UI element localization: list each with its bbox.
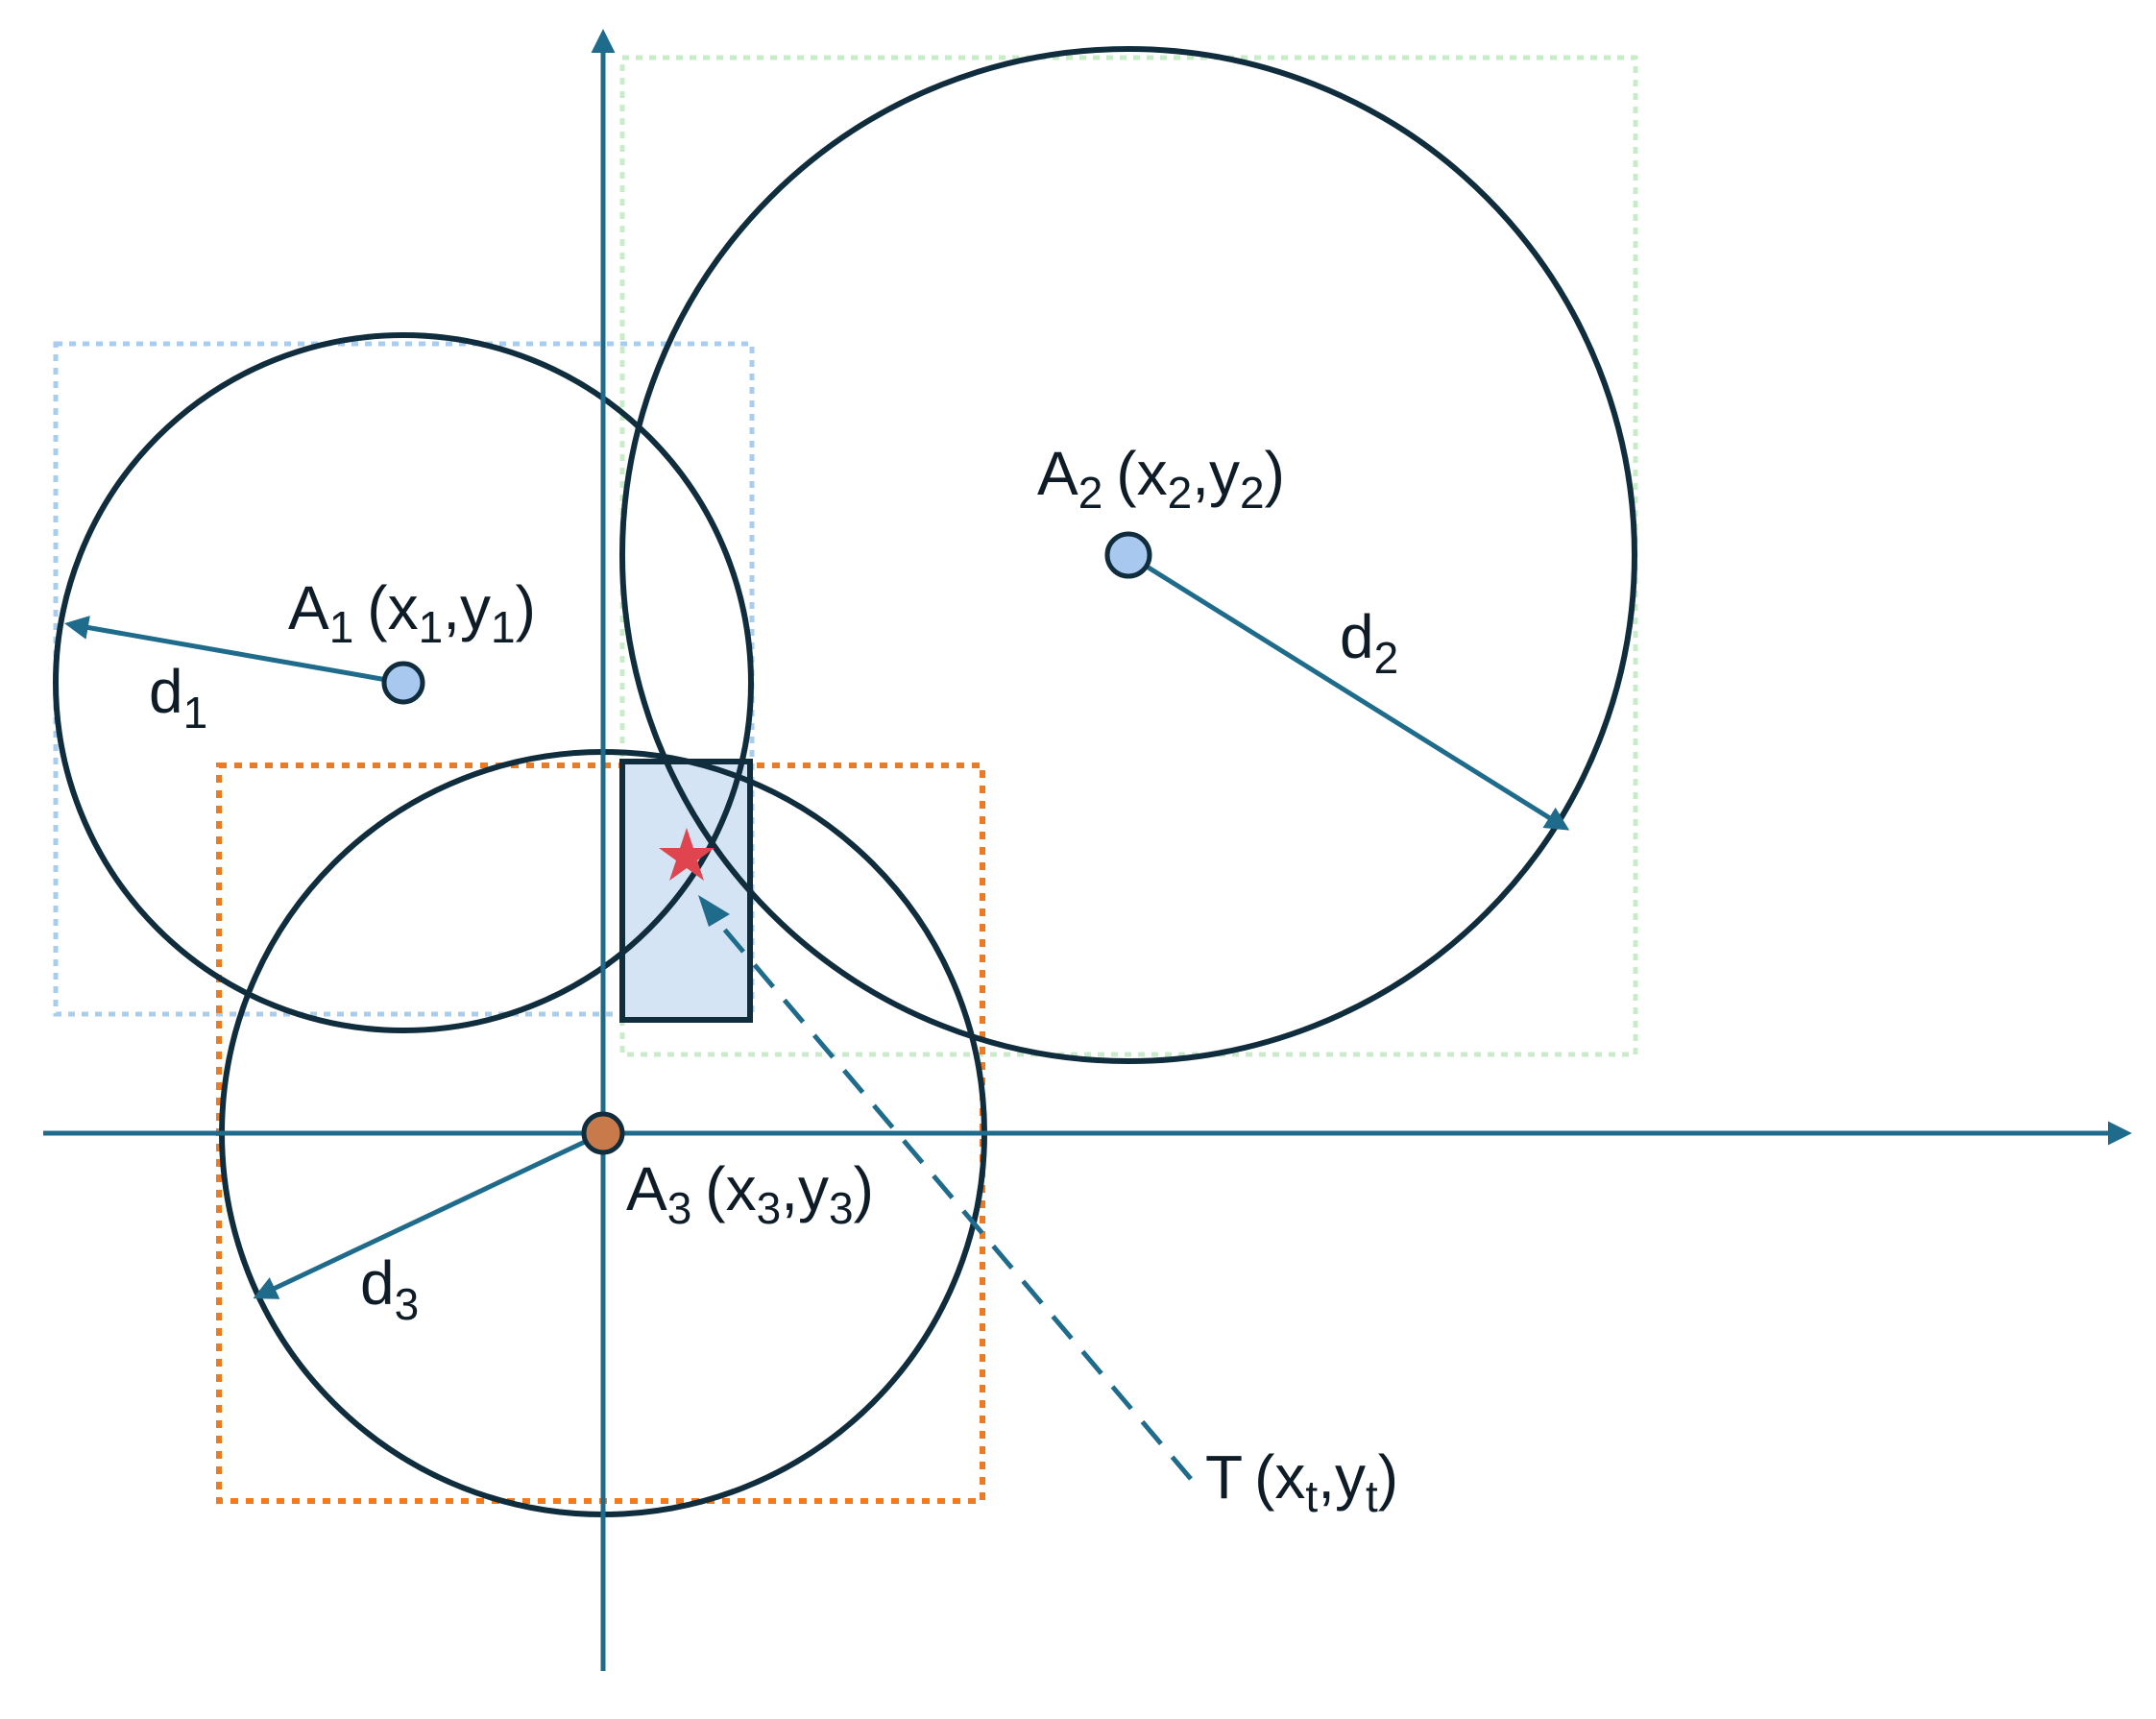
anchor1-range-circle [53,332,754,1033]
anchor3-label: A3(x3,y3) [626,1154,874,1233]
circle-dot-icon [581,1111,625,1155]
anchor2-range-circle [619,46,1637,1064]
d3-arrow [253,1130,605,1299]
d1-label: d1 [149,657,207,738]
star-icon [659,828,715,881]
circle-dot-icon [1104,531,1152,579]
anchor2-label: A2(x2,y2) [1037,439,1285,518]
d2-arrow [1126,552,1570,831]
target-pointer [704,906,1193,1481]
d3-label: d3 [360,1248,419,1329]
circle-dot-icon [381,661,425,705]
d1-arrow [64,616,404,686]
target-pointer-arrowhead [698,895,730,927]
d2-label: d2 [1340,602,1398,683]
target-label: T(xt,yt) [1205,1442,1398,1521]
anchor1-label: A1(x1,y1) [288,573,536,652]
